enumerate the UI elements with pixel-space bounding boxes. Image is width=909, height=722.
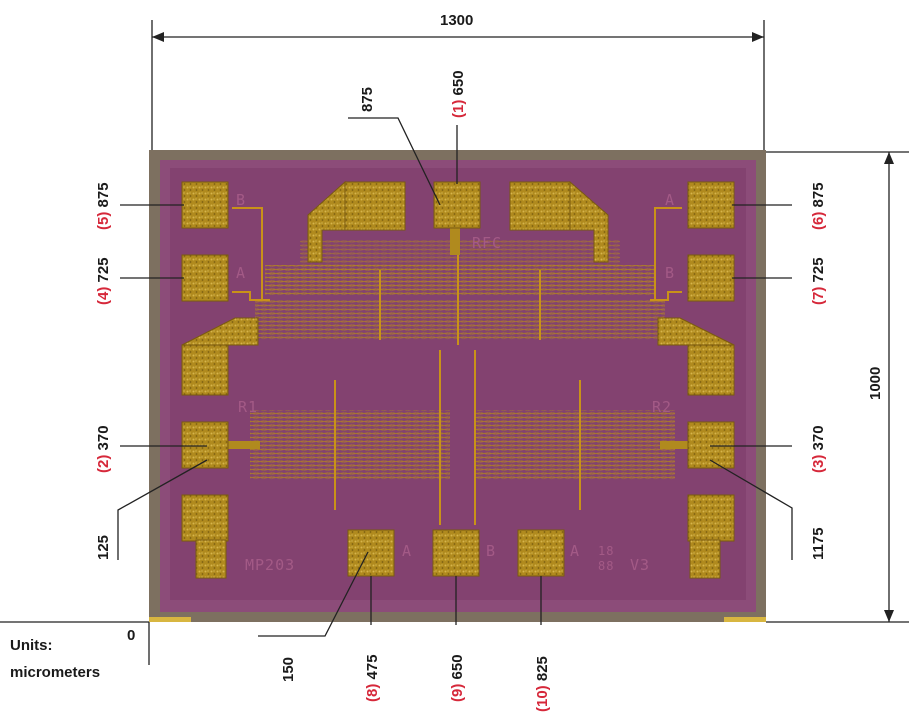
pad-1-coord: 650 (450, 70, 467, 95)
pad-10-coord: 825 (534, 656, 551, 681)
pad-5-number: (5) (95, 212, 112, 230)
corner-mark-left (149, 617, 191, 622)
pad-10-label: (10) 825 (534, 656, 551, 712)
pad-4 (181, 254, 229, 302)
pad-4-number: (4) (95, 287, 112, 305)
chip-markings: RFC MP203 V3 18 88 R1 R2 B A A B A B A (236, 191, 675, 574)
pad-3-coord: 370 (810, 425, 827, 450)
width-value: 1300 (440, 12, 473, 29)
pad-7 (687, 254, 735, 302)
origin-marker: 0 (0, 621, 150, 665)
height-dimension: 1000 (766, 151, 909, 623)
pad-7-number: (7) (810, 287, 827, 305)
dim-right-low-label: 1175 (810, 527, 827, 560)
dim-bottom-left-label: 150 (280, 657, 297, 682)
pad-8 (347, 529, 395, 577)
pad-right-corner (657, 317, 735, 346)
pad-8-coord: 475 (364, 654, 381, 679)
dim-left-low-label: 125 (95, 535, 112, 560)
pad-right-bottom-tab (689, 539, 721, 579)
chip-text-code-top: 18 (598, 544, 614, 558)
pad-10 (517, 529, 565, 577)
pad-right-large (687, 344, 735, 396)
height-value: 1000 (867, 367, 884, 400)
chip-text-r1: R1 (238, 398, 258, 416)
pad-5-label: (5) 875 (95, 182, 112, 230)
chip-text-mp203: MP203 (245, 556, 295, 574)
chip-text-rfc: RFC (472, 234, 502, 252)
pad-right-bottom (687, 494, 735, 542)
leader-lines (117, 117, 793, 637)
pad-1-label: (1) 650 (450, 70, 467, 118)
chip-text-a-pad10: A (570, 542, 580, 560)
pad-5 (181, 181, 229, 229)
circuit-traces (228, 207, 690, 525)
pad-6-coord: 875 (810, 182, 827, 207)
pad-6 (687, 181, 735, 229)
chip-text-b-pad5: B (236, 191, 246, 209)
pad-8-number: (8) (364, 684, 381, 702)
chip-text-a-pad8: A (402, 542, 412, 560)
pad-2-label: (2) 370 (95, 425, 112, 473)
pad-2-number: (2) (95, 455, 112, 473)
corner-mark-right (724, 617, 766, 622)
chip-text-b-pad9: B (486, 542, 496, 560)
units-label: Units: (10, 637, 53, 654)
pad-top-right (509, 181, 571, 231)
chip-text-b-pad7: B (665, 264, 675, 282)
pad-1 (433, 181, 481, 229)
pads (181, 180, 735, 579)
pad-9-number: (9) (449, 684, 466, 702)
pad-left-bottom-tab (195, 539, 227, 579)
pad-top-left (344, 181, 406, 231)
pad-left-corner (181, 317, 259, 346)
pad-top-left-arm (307, 180, 346, 263)
pad-6-number: (6) (810, 212, 827, 230)
pad-4-coord: 725 (95, 257, 112, 282)
pad-7-coord: 725 (810, 257, 827, 282)
chip-text-v3: V3 (630, 556, 650, 574)
pad-labels: (1) 650 875 (5) 875 (4) 725 (2) 370 125 … (95, 70, 827, 712)
pad-3-number: (3) (810, 455, 827, 473)
chip-text-code-bottom: 88 (598, 559, 614, 573)
pad-2 (181, 421, 229, 469)
chip-text-r2: R2 (652, 398, 672, 416)
pad-9-coord: 650 (449, 654, 466, 679)
pad-2-coord: 370 (95, 425, 112, 450)
pad-5-coord: 875 (95, 182, 112, 207)
pad-3-label: (3) 370 (810, 425, 827, 473)
pad-8-label: (8) 475 (364, 654, 381, 702)
pad-top-right-arm (569, 180, 609, 263)
pad-9 (432, 529, 480, 577)
dim-top-left-label: 875 (359, 87, 376, 112)
pad-10-number: (10) (534, 685, 551, 712)
pad-7-label: (7) 725 (810, 257, 827, 305)
pad-4-label: (4) 725 (95, 257, 112, 305)
pad-9-label: (9) 650 (449, 654, 466, 702)
pad-1-number: (1) (450, 100, 467, 118)
width-dimension: 1300 (151, 12, 765, 150)
pad-left-large (181, 344, 229, 396)
chip-text-a-pad6: A (665, 191, 675, 209)
pad-left-bottom (181, 494, 229, 542)
origin-value: 0 (127, 627, 135, 644)
chip-text-a-pad4: A (236, 264, 246, 282)
units-value: micrometers (10, 664, 101, 681)
pad-6-label: (6) 875 (810, 182, 827, 230)
